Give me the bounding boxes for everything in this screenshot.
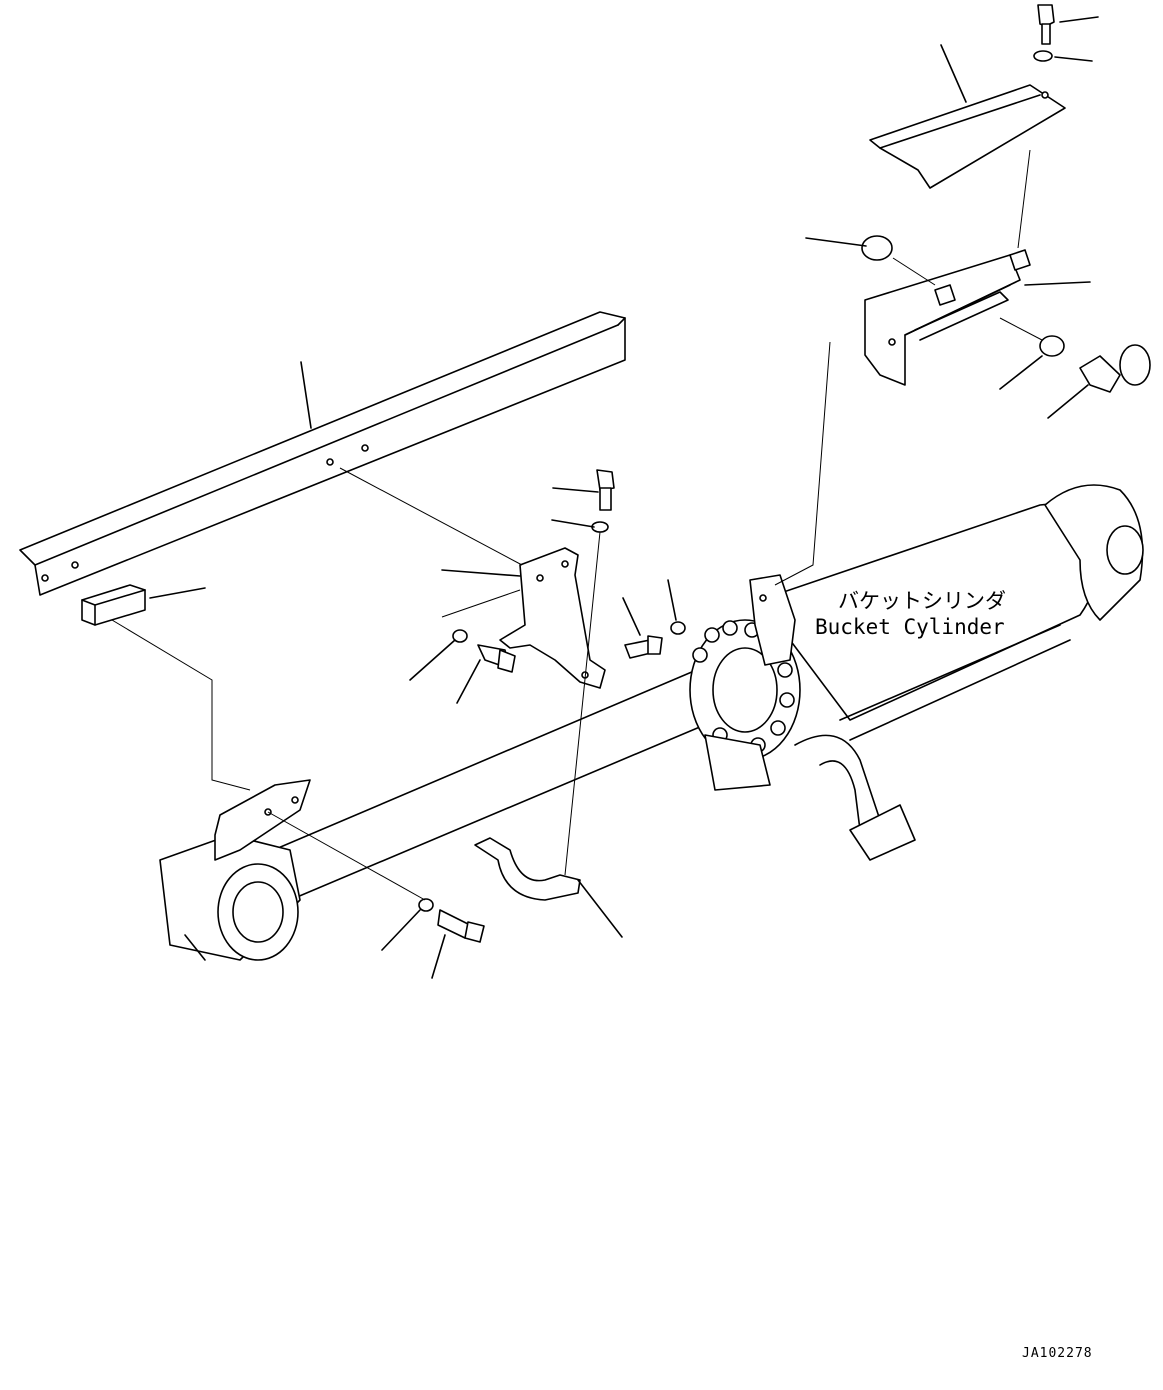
flange-bolts <box>692 620 795 753</box>
top-right-bracket <box>864 249 1031 386</box>
left-mount-bracket <box>214 779 311 861</box>
right-mount-bracket <box>749 574 796 666</box>
drawing-code: JA102278 <box>1022 1346 1093 1361</box>
hose-coupler <box>1079 344 1151 393</box>
cylinder-label-jp: バケットシリンダ <box>838 589 1006 613</box>
angle-cover <box>19 311 626 596</box>
leader-lines <box>111 16 1099 979</box>
top-cover-plate <box>869 84 1066 189</box>
block-spacer <box>81 584 146 626</box>
fasteners <box>418 4 1065 943</box>
cylinder-label-en: Bucket Cylinder <box>815 615 1005 639</box>
middle-support-bracket <box>499 547 606 689</box>
clamp-band <box>474 837 581 901</box>
bucket-cylinder: バケットシリンダ Bucket Cylinder <box>249 484 1144 901</box>
